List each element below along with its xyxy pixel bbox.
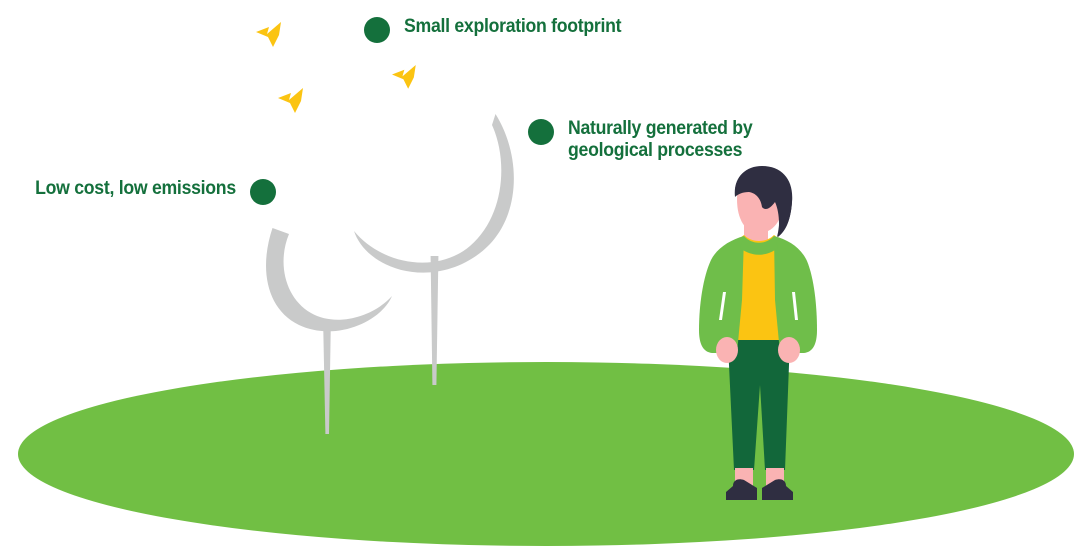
callout-label: Small exploration footprint (404, 16, 622, 37)
person-hand-right (778, 337, 800, 363)
callout-label: Low cost, low emissions (35, 178, 236, 199)
standing-person (699, 166, 817, 500)
callout-low-cost-low-emissions: Low cost, low emissions (20, 178, 276, 205)
bird-1 (256, 22, 281, 47)
person-hand-left (716, 337, 738, 363)
person-shoe-left (726, 479, 757, 500)
bird-2-shape (392, 65, 416, 89)
person-jacket-left (699, 236, 744, 353)
person-trousers (727, 330, 790, 470)
person-shirt (731, 235, 786, 340)
callout-naturally-generated: Naturally generated by geological proces… (528, 118, 766, 163)
bullet-dot-icon (364, 17, 390, 43)
person-shoe-right (762, 479, 793, 500)
turbine-large-blades (354, 114, 514, 273)
person-jacket-collar (740, 236, 778, 255)
turbine-large-pole (430, 256, 439, 385)
turbine-small (266, 228, 392, 434)
turbine-small-blades (266, 228, 392, 332)
person-trouser-gap (758, 430, 762, 470)
bird-3-shape (278, 88, 303, 113)
person-hair-front (734, 166, 793, 237)
callout-label: Naturally generated by geological proces… (568, 118, 753, 162)
turbine-small-pole (323, 325, 331, 434)
bullet-dot-icon (249, 179, 276, 205)
callout-small-exploration-footprint: Small exploration footprint (364, 16, 638, 43)
person-pocket-right (792, 292, 798, 320)
bird-1-shape (256, 22, 281, 47)
person-pocket-left (719, 292, 726, 320)
person-jacket-right (774, 236, 817, 353)
turbine-large (354, 114, 514, 385)
bird-3 (278, 88, 303, 113)
bird-2 (392, 65, 416, 89)
grass-ellipse (18, 362, 1074, 546)
bullet-dot-icon (528, 119, 554, 145)
